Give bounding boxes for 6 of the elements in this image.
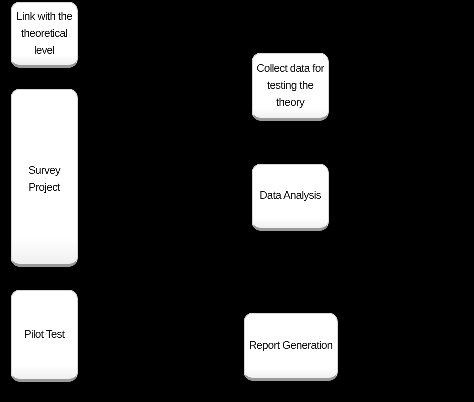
process-box: Survey Project bbox=[11, 89, 78, 267]
process-box: Data Analysis bbox=[252, 164, 329, 231]
process-box: Report Generation bbox=[244, 313, 338, 381]
process-box: Pilot Test bbox=[11, 290, 78, 382]
process-box: Collect data for testing the theory bbox=[252, 53, 329, 121]
process-box: Link with the theoretical level bbox=[11, 2, 78, 68]
